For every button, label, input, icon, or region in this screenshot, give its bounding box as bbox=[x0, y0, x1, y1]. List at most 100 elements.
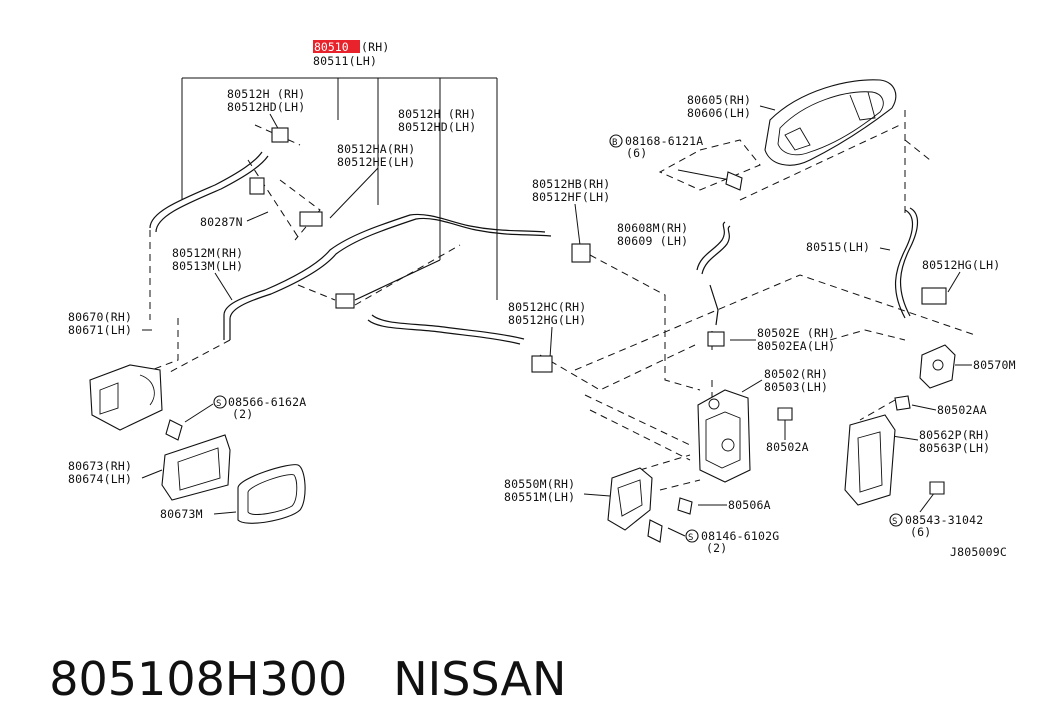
label-80502A: 80502A bbox=[766, 440, 809, 454]
leader-80605 bbox=[759, 105, 776, 111]
label-80570M: 80570M bbox=[973, 358, 1016, 372]
leader-08146 bbox=[667, 527, 686, 537]
label-08146: 08146-6102G bbox=[701, 529, 779, 543]
label-80609: 80609 (LH) bbox=[617, 234, 688, 248]
striker-80570M[interactable] bbox=[919, 344, 956, 389]
label-80511: 80511(LH) bbox=[313, 54, 377, 68]
drawing-id: J805009C bbox=[950, 545, 1007, 559]
label-08146-qty: (2) bbox=[706, 541, 727, 555]
brand-name: NISSAN bbox=[393, 652, 567, 706]
label-80502: 80502(RH) bbox=[764, 367, 828, 381]
clip-80512HG bbox=[921, 287, 947, 305]
leader-80673 bbox=[141, 469, 163, 479]
clip-80512H-b bbox=[335, 293, 355, 309]
label-80506A: 80506A bbox=[728, 498, 771, 512]
label-80673: 80673(RH) bbox=[68, 459, 132, 473]
label-80512HC: 80512HC(RH) bbox=[508, 300, 586, 314]
screw-marker-08146 bbox=[685, 529, 699, 543]
label-08566-qty: (2) bbox=[232, 407, 253, 421]
label-80502AA: 80502AA bbox=[937, 403, 987, 417]
inside-handle-80673[interactable] bbox=[161, 434, 231, 501]
assembly-dashed-lines bbox=[124, 110, 976, 491]
escutcheon-80673M[interactable] bbox=[237, 464, 306, 524]
label-80512M: 80512M(RH) bbox=[172, 246, 243, 260]
clip-80512HA bbox=[299, 211, 323, 227]
leader-80512HB bbox=[574, 203, 581, 246]
highlighted-part-label[interactable]: 80510 (RH) bbox=[313, 40, 390, 54]
bolt-marker-08168-letter: B bbox=[612, 138, 618, 148]
bolt-08543 bbox=[929, 481, 945, 495]
bolt-80502AA bbox=[894, 395, 911, 411]
bolt-08168 bbox=[725, 171, 743, 191]
bolt-80506A bbox=[677, 497, 693, 515]
label-80670: 80670(RH) bbox=[68, 310, 132, 324]
label-80287N: 80287N bbox=[200, 215, 243, 229]
label-80563P: 80563P(LH) bbox=[919, 441, 990, 455]
label-80512H-b: 80512H (RH) bbox=[398, 107, 476, 121]
leader-80502 bbox=[741, 379, 763, 393]
inside-handle-bracket-80670[interactable] bbox=[89, 364, 163, 431]
label-80606: 80606(LH) bbox=[687, 106, 751, 120]
bolt-80502A bbox=[777, 407, 793, 421]
label-80671: 80671(LH) bbox=[68, 323, 132, 337]
screw-marker-08543 bbox=[889, 513, 903, 527]
leader-08168 bbox=[677, 169, 731, 181]
bolt-08146 bbox=[647, 519, 663, 543]
bolt-08566 bbox=[165, 419, 183, 441]
leader-80287N bbox=[246, 211, 269, 222]
clip-80502E bbox=[707, 331, 725, 347]
label-08168: 08168-6121A bbox=[625, 134, 703, 148]
part-number: 805108H300 bbox=[49, 652, 348, 706]
highlight-suffix: (RH) bbox=[361, 40, 390, 54]
leader-08566 bbox=[184, 403, 214, 423]
leader-80512HC bbox=[549, 326, 553, 359]
lock-actuator-80550M[interactable] bbox=[607, 467, 653, 531]
control-cables bbox=[149, 151, 919, 345]
label-80512HB: 80512HB(RH) bbox=[532, 177, 610, 191]
leader-80550M bbox=[583, 493, 611, 497]
label-80551M: 80551M(LH) bbox=[504, 490, 575, 504]
bolt-marker-08168 bbox=[609, 134, 623, 148]
label-80502EA: 80502EA(LH) bbox=[757, 339, 835, 353]
bolts bbox=[165, 171, 945, 543]
label-08543-qty: (6) bbox=[910, 525, 931, 539]
label-80513M: 80513M(LH) bbox=[172, 259, 243, 273]
label-08543: 08543-31042 bbox=[905, 513, 983, 527]
rod-clips bbox=[249, 127, 947, 373]
label-80503: 80503(LH) bbox=[764, 380, 828, 394]
clip-80512HB bbox=[571, 243, 591, 263]
outside-handle-80605[interactable] bbox=[764, 79, 897, 166]
label-08168-qty: (6) bbox=[626, 146, 647, 160]
screw-marker-08566-letter: S bbox=[216, 399, 222, 409]
label-80608M: 80608M(RH) bbox=[617, 221, 688, 235]
parts-diagram-page: 80510 (RH) 80511(LH) 80512H (RH) 80512HD… bbox=[49, 40, 1016, 706]
door-lock-80502[interactable] bbox=[697, 389, 751, 483]
label-80515: 80515(LH) bbox=[806, 240, 870, 254]
label-80512H-a: 80512H (RH) bbox=[227, 87, 305, 101]
screw-marker-08543-letter: S bbox=[892, 517, 898, 527]
label-80512HE: 80512HE(LH) bbox=[337, 155, 415, 169]
clip-80512H bbox=[271, 127, 289, 143]
label-80674: 80674(LH) bbox=[68, 472, 132, 486]
highlight-code: 80510 bbox=[314, 40, 349, 54]
label-80512HG-a: 80512HG(LH) bbox=[922, 258, 1000, 272]
screw-marker-08146-letter: S bbox=[688, 533, 694, 543]
highlight-box bbox=[313, 40, 360, 53]
label-80673M: 80673M bbox=[160, 507, 203, 521]
screw-marker-08566 bbox=[213, 395, 227, 409]
leader-80502AA bbox=[911, 404, 937, 411]
label-80550M: 80550M(RH) bbox=[504, 477, 575, 491]
label-80512HF: 80512HF(LH) bbox=[532, 190, 610, 204]
leader-08543 bbox=[919, 491, 936, 513]
striker-bracket-80562P[interactable] bbox=[844, 414, 896, 506]
clip-80512HC bbox=[531, 355, 553, 373]
leader-80515 bbox=[879, 247, 891, 251]
label-80512HD-a: 80512HD(LH) bbox=[227, 100, 305, 114]
label-80512HD-b: 80512HD(LH) bbox=[398, 120, 476, 134]
label-80562P: 80562P(RH) bbox=[919, 428, 990, 442]
leader-bracket bbox=[181, 77, 498, 300]
clip-80287N bbox=[249, 177, 265, 195]
label-80512HA: 80512HA(RH) bbox=[337, 142, 415, 156]
leader-80673M bbox=[213, 511, 237, 515]
exploded-parts-diagram: 80510 (RH) 80511(LH) 80512H (RH) 80512HD… bbox=[68, 40, 1016, 559]
